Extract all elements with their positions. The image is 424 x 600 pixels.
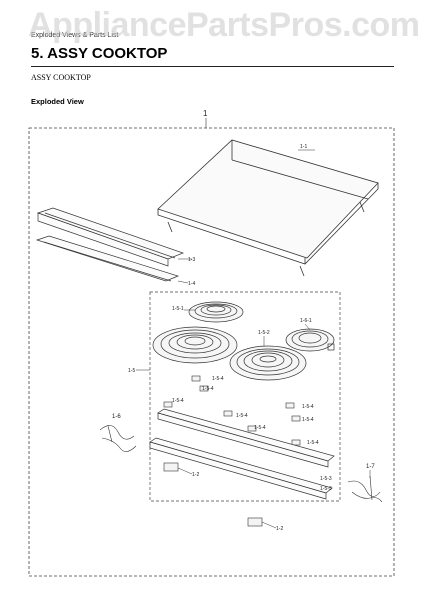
heating-element-large: [229, 345, 307, 381]
breadcrumb: Exploded Views & Parts List: [31, 32, 119, 39]
callout-1-5-4-a: 1-5-4: [212, 376, 224, 382]
cooktop-glass-part: [157, 139, 379, 277]
support-rail-lower: [149, 437, 333, 500]
leader-line-1-2-b: [261, 521, 277, 529]
wiring-harness-left: [99, 425, 137, 452]
title-rule: [31, 66, 394, 67]
leader-line-1-6-1: [304, 323, 311, 331]
assembly-subtitle: ASSY COOKTOP: [31, 73, 91, 82]
bracket-part-1-2-b: [247, 517, 263, 527]
exploded-view-label: Exploded View: [31, 97, 84, 106]
bracket-part-1-2-a: [163, 462, 179, 472]
callout-1-5: 1-5: [128, 368, 135, 374]
callout-1-6-1: 1-6-1: [300, 318, 312, 324]
callout-1-5-1: 1-5-1: [172, 306, 184, 312]
callout-1-2-a: 1-2: [192, 472, 199, 478]
support-rail-upper: [157, 408, 335, 468]
trim-bracket-part: [36, 207, 185, 267]
callout-1-5-2: 1-5-2: [258, 330, 270, 336]
clip-parts: [163, 375, 301, 446]
callout-1-5-4-h: 1-5-4: [307, 440, 319, 446]
wiring-harness-right: [347, 475, 383, 503]
heating-element-left-front: [152, 326, 238, 364]
assembly-boundary: [28, 127, 395, 577]
leader-line-1-4: [177, 280, 189, 284]
callout-1-7: 1-7: [366, 464, 375, 470]
callout-1-5-4-g: 1-5-4: [302, 417, 314, 423]
heat-shield-part: [35, 235, 180, 282]
heating-element-small-rear: [188, 301, 244, 323]
callout-1-5-4-b: 1-5-4: [202, 386, 214, 392]
callout-1-5-4-d: 1-5-4: [236, 413, 248, 419]
section-title: 5. ASSY COOKTOP: [31, 45, 168, 62]
callout-1: 1: [203, 109, 208, 118]
element-assembly-boundary: [149, 291, 341, 502]
callout-1-2-b: 1-2: [276, 526, 283, 532]
callout-1-5-3-b: 1-5-3: [320, 486, 332, 492]
callout-1-1: 1-1: [300, 144, 307, 150]
callout-1-5-3-a: 1-5-3: [320, 476, 332, 482]
callout-1-5-4-e: 1-5-4: [254, 425, 266, 431]
callout-1-5-4-f: 1-5-4: [302, 404, 314, 410]
callout-1-4: 1-4: [188, 281, 195, 287]
heating-element-right: [285, 328, 335, 352]
leader-line-1-2-a: [177, 467, 193, 475]
callout-1-3: 1-3: [188, 257, 195, 263]
callout-1-6: 1-6: [112, 414, 121, 420]
callout-1-5-4-c: 1-5-4: [172, 398, 184, 404]
